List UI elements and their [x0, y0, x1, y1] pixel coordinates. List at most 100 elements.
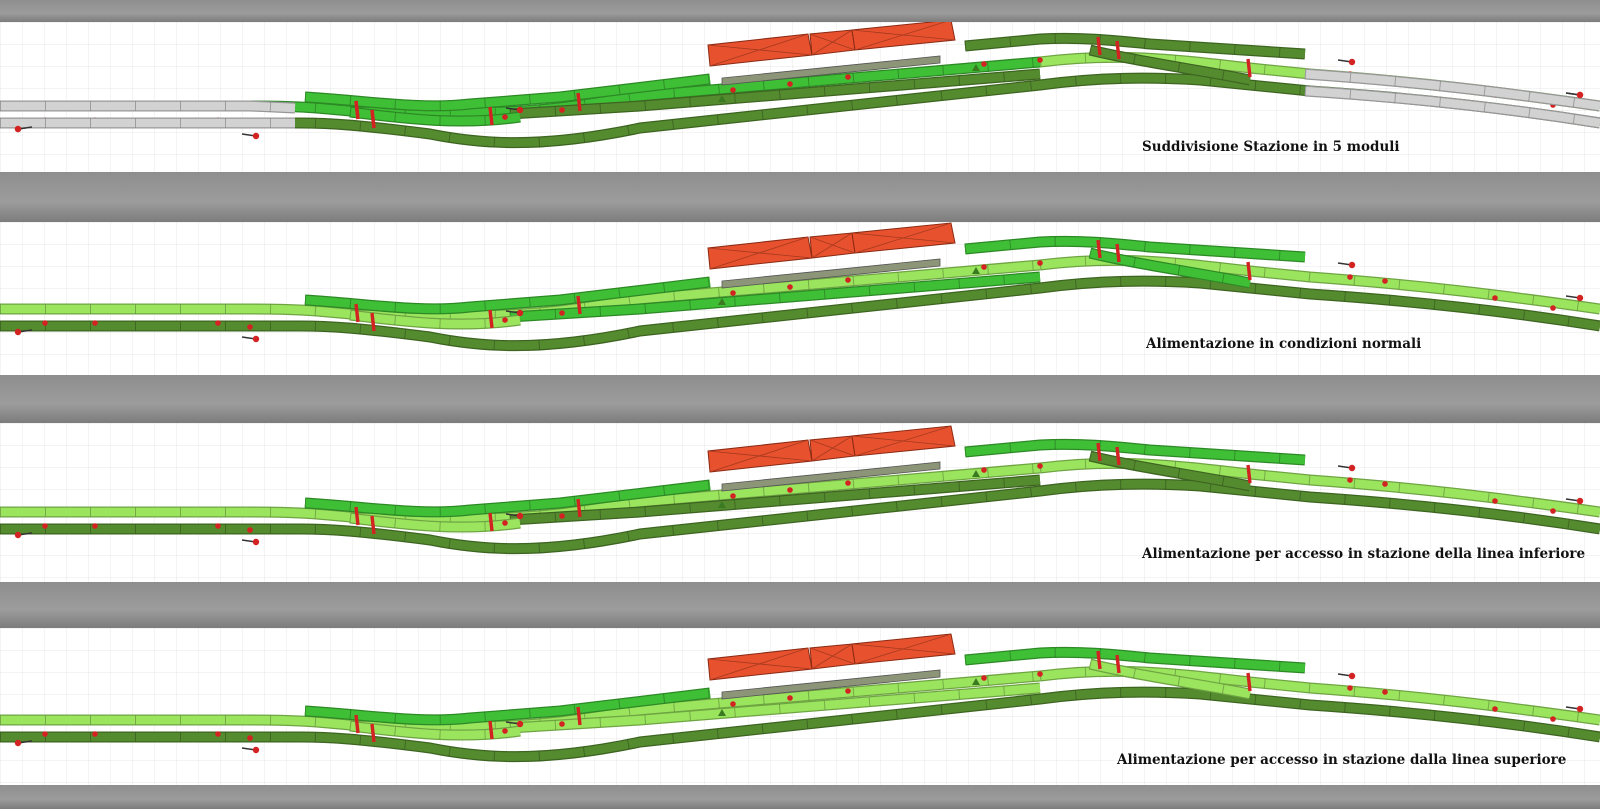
- marker-dot: [1382, 481, 1388, 487]
- track-diagram-modules: [0, 22, 1600, 149]
- marker-dot: [559, 107, 565, 113]
- isolation-joint: [1246, 58, 1252, 78]
- marker-dot: [215, 731, 221, 737]
- marker-dot: [247, 735, 253, 741]
- roof-line: [707, 658, 813, 670]
- marker-dot: [502, 520, 508, 526]
- isolation-joint: [354, 303, 360, 323]
- track-diagram-lower-line: [0, 425, 1600, 555]
- signal-icon: [252, 132, 260, 140]
- marker-dot: [559, 310, 565, 316]
- triangle-marker: [718, 298, 726, 305]
- isolation-joint: [354, 100, 360, 120]
- marker-dot: [1492, 498, 1498, 504]
- main-line-lower-fill: [0, 479, 1600, 553]
- marker-dot: [1037, 260, 1043, 266]
- track-diagram-normal: [0, 222, 1600, 352]
- siding-left-fill: [304, 74, 711, 111]
- roof-line: [809, 33, 856, 51]
- marker-dot: [730, 701, 736, 707]
- signal-icon: [1348, 464, 1356, 472]
- through-track-fill: [509, 69, 1041, 119]
- isolation-joint: [1115, 40, 1121, 60]
- marker-dot: [1037, 671, 1043, 677]
- siding-right-ties: [964, 236, 1306, 262]
- roof-line: [811, 232, 853, 259]
- separator-band-bottom: [0, 785, 1600, 809]
- entry-line-upper-fill: [0, 671, 1041, 731]
- signal-icon: [516, 309, 524, 317]
- signal-icon: [1348, 58, 1356, 66]
- marker-dot: [1037, 463, 1043, 469]
- isolation-joint: [1246, 672, 1252, 692]
- siding-right-ties: [964, 439, 1306, 465]
- marker-dot: [247, 324, 253, 330]
- panel-caption: Alimentazione per accesso in stazione da…: [1117, 752, 1567, 768]
- entry-line-upper-fill: [0, 463, 1041, 523]
- marker-dot: [42, 731, 48, 737]
- through-track-fill: [509, 683, 1041, 733]
- marker-dot: [787, 284, 793, 290]
- signal-icon: [14, 739, 22, 747]
- through-track-fill: [509, 475, 1041, 525]
- marker-dot: [247, 527, 253, 533]
- marker-dot: [845, 688, 851, 694]
- marker-dot: [845, 277, 851, 283]
- signal-icon: [14, 531, 22, 539]
- isolation-joint: [576, 92, 582, 112]
- crossover-left-fill: [349, 310, 521, 329]
- marker-dot: [92, 731, 98, 737]
- separator-band-3: [0, 582, 1600, 628]
- main-line-lower-fill: [0, 687, 1600, 761]
- signal-icon: [516, 720, 524, 728]
- isolation-joint: [488, 309, 494, 329]
- signal-icon: [1576, 705, 1584, 713]
- crossover-right-fill: [1089, 451, 1251, 491]
- diagram-panel-upper-line: Alimentazione per accesso in stazione da…: [0, 628, 1600, 785]
- module-grey-right-lower-fill: [1304, 86, 1600, 128]
- marker-dot: [502, 114, 508, 120]
- marker-dot: [1347, 274, 1353, 280]
- crossover-right-fill: [1089, 659, 1251, 699]
- platform: [721, 669, 941, 700]
- signal-icon: [1576, 91, 1584, 99]
- signal-icon: [1348, 672, 1356, 680]
- roof-line: [809, 236, 856, 254]
- siding-right-fill: [964, 648, 1306, 673]
- marker-dot: [215, 523, 221, 529]
- isolation-joint: [488, 512, 494, 532]
- marker-dot: [42, 320, 48, 326]
- separator-band-2: [0, 375, 1600, 423]
- isolation-joint: [1096, 442, 1102, 462]
- marker-dot: [730, 87, 736, 93]
- signal-icon: [516, 106, 524, 114]
- platform: [721, 461, 941, 492]
- triangle-marker: [972, 267, 980, 274]
- triangle-marker: [972, 470, 980, 477]
- triangle-marker: [718, 95, 726, 102]
- signal-icon: [252, 538, 260, 546]
- isolation-joint: [370, 723, 376, 743]
- diagram-panel-modules: Suddivisione Stazione in 5 moduli: [0, 22, 1600, 172]
- marker-dot: [1347, 685, 1353, 691]
- marker-dot: [981, 467, 987, 473]
- marker-dot: [845, 74, 851, 80]
- module-grey-right-upper-fill: [1304, 69, 1600, 111]
- marker-dot: [1347, 477, 1353, 483]
- roof-line: [707, 44, 813, 56]
- marker-dot: [787, 81, 793, 87]
- crossover-right-fill: [1089, 248, 1251, 288]
- siding-right-ties: [964, 33, 1306, 59]
- marker-dot: [42, 523, 48, 529]
- signal-icon: [516, 512, 524, 520]
- isolation-joint: [576, 706, 582, 726]
- marker-dot: [215, 320, 221, 326]
- panel-caption: Alimentazione per accesso in stazione de…: [1142, 546, 1586, 562]
- isolation-joint: [576, 295, 582, 315]
- marker-dot: [559, 721, 565, 727]
- separator-band-1: [0, 172, 1600, 222]
- isolation-joint: [576, 498, 582, 518]
- marker-dot: [1382, 689, 1388, 695]
- isolation-joint: [488, 106, 494, 126]
- crossover-left-fill: [349, 721, 521, 740]
